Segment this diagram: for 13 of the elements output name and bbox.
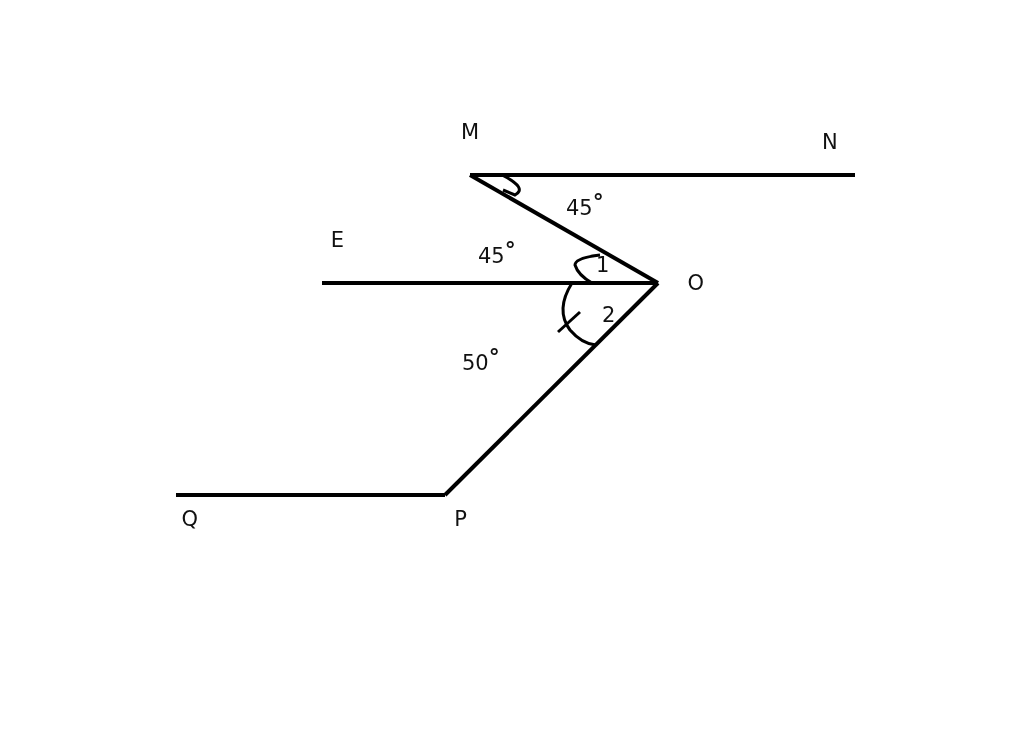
angle-number: 2 xyxy=(602,303,616,327)
line-segment xyxy=(443,281,660,497)
point-label: E xyxy=(330,228,344,252)
point-label: M xyxy=(460,120,480,144)
point-label: P xyxy=(454,507,467,531)
point-label: N xyxy=(822,130,838,154)
angle-number: 1 xyxy=(596,253,610,277)
line-segment xyxy=(469,173,659,285)
line-segment xyxy=(322,281,658,285)
line-segment xyxy=(176,493,445,497)
line-segment xyxy=(470,173,855,177)
point-label: O xyxy=(687,271,704,295)
point-label: Q xyxy=(181,507,198,531)
